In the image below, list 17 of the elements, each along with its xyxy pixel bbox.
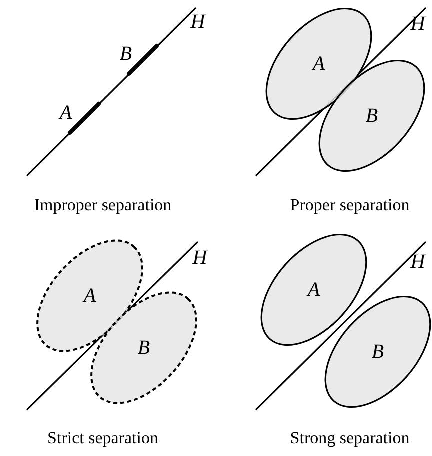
set-label: A	[60, 103, 72, 123]
set-label: B	[366, 106, 378, 126]
set-label: A	[312, 54, 326, 74]
set-label: B	[138, 338, 150, 358]
convex-set-ellipse	[258, 234, 370, 346]
set-label: A	[84, 286, 96, 306]
set-label: B	[120, 44, 132, 64]
panel-caption: Proper separation	[290, 196, 410, 214]
panel-caption: Improper separation	[34, 196, 172, 214]
panel-caption: Strong separation	[290, 430, 410, 446]
convex-set-ellipse	[322, 296, 432, 408]
set-label: B	[372, 342, 384, 362]
panel-caption: Strict separation	[48, 430, 158, 446]
set-label: A	[308, 280, 320, 300]
hyperplane-label: H	[190, 12, 206, 32]
hyperplane-label: H	[192, 248, 208, 268]
hyperplane-label: H	[410, 252, 426, 272]
